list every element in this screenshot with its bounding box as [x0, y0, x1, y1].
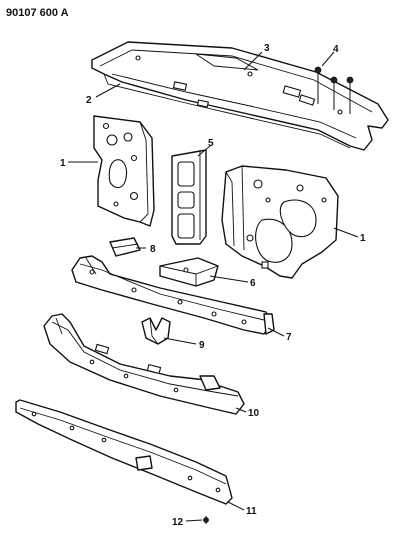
callout-8: 8 [150, 244, 156, 255]
right-side-panel [221, 165, 339, 279]
lower-bar [15, 399, 233, 505]
callout-12: 12 [172, 517, 184, 528]
callout-9: 9 [199, 340, 205, 351]
left-side-panel [93, 115, 155, 227]
upper-crossmember [91, 41, 389, 151]
callout-3: 3 [264, 43, 270, 54]
callout-7: 7 [286, 332, 292, 343]
callout-1-left: 1 [60, 158, 66, 169]
bracket-8 [109, 237, 141, 257]
leader-lines [68, 51, 359, 522]
callout-2: 2 [86, 95, 92, 106]
callout-6: 6 [250, 278, 256, 289]
center-bracket-6 [159, 257, 219, 287]
callout-10: 10 [248, 408, 260, 419]
screw-12 [203, 516, 209, 524]
fasteners-4 [314, 66, 354, 114]
callout-11: 11 [246, 506, 257, 517]
bracket-9 [141, 317, 171, 345]
lower-crossmember [71, 255, 275, 335]
callout-1-right: 1 [360, 233, 366, 244]
callouts: 3 2 4 1 5 1 8 6 7 9 10 11 12 [60, 43, 366, 528]
lower-front-rail [43, 313, 245, 415]
callout-5: 5 [208, 138, 214, 149]
center-support [171, 149, 207, 245]
callout-4: 4 [333, 44, 339, 55]
diagram-code: 90107 600 A [6, 7, 69, 19]
